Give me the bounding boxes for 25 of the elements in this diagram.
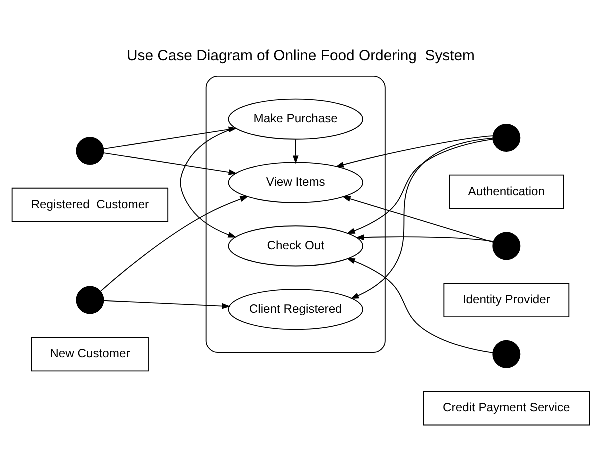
node-box: Credit Payment Service xyxy=(423,390,590,426)
node-person xyxy=(76,136,104,165)
node-person xyxy=(492,232,521,260)
arrow xyxy=(103,126,238,150)
arrow xyxy=(346,138,494,234)
arrow xyxy=(292,138,299,164)
arrow xyxy=(100,196,249,292)
node-box: New Customer xyxy=(31,336,149,372)
arrow xyxy=(103,300,231,309)
node-ellipse: Client Registered xyxy=(228,288,364,330)
node-box: Identity Provider xyxy=(444,282,570,318)
arrow xyxy=(356,234,494,242)
node-person xyxy=(492,124,521,152)
node-box: Registered Customer xyxy=(12,187,169,222)
arrow xyxy=(103,152,238,175)
arrow xyxy=(350,137,494,299)
node-box: Authentication xyxy=(449,174,564,209)
node-person xyxy=(76,286,104,314)
diagram-title: Use Case Diagram of Online Food Ordering System xyxy=(127,46,475,64)
arrow xyxy=(335,135,494,168)
arrow xyxy=(180,127,237,238)
cluster xyxy=(206,75,386,352)
arrow xyxy=(346,258,494,353)
arrow xyxy=(342,196,494,242)
node-person xyxy=(492,340,521,368)
